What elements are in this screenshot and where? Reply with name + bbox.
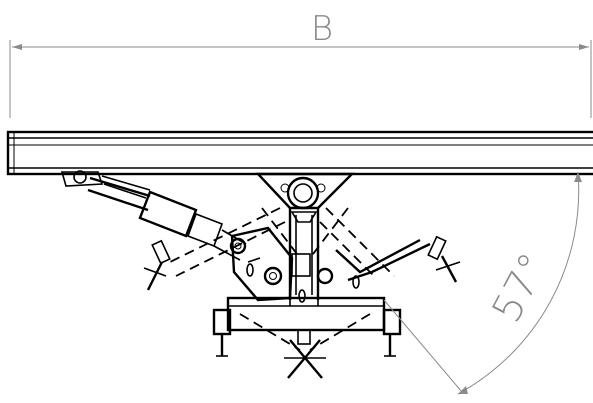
cylinder-rod-top — [89, 176, 151, 198]
carriage-right-clamp — [382, 308, 402, 336]
hydraulic-cylinder — [60, 170, 247, 261]
upper-cross-line-2 — [309, 207, 349, 259]
pivot-mount — [255, 172, 355, 210]
right-swing-line-1 — [325, 207, 395, 277]
swing-positions-dashed — [169, 207, 395, 351]
left-swing-line-1 — [169, 207, 281, 263]
linkage-pin-upper — [229, 237, 247, 255]
main-beam — [6, 130, 593, 176]
angle-arrow-bottom — [458, 386, 468, 394]
screw-right-shaft — [440, 255, 458, 283]
pivot-outer-circle — [286, 176, 320, 210]
screw-bottom — [284, 329, 326, 379]
mount-bolt-left — [280, 183, 290, 193]
angle-extension-line — [383, 299, 463, 393]
angle-dimension: 57° — [383, 171, 582, 395]
lower-swing-line-1 — [239, 313, 301, 351]
angle-arrow-top — [574, 172, 582, 182]
mount-bolt-right — [316, 183, 326, 193]
cylinder-line-1 — [101, 175, 151, 191]
cylinder-anchor-pin — [73, 170, 87, 184]
screw-right-handle — [435, 261, 461, 271]
screw-left-handle — [143, 267, 167, 277]
right-swung-arm — [335, 238, 431, 282]
left-swing-line-2 — [175, 221, 286, 277]
carriage-bolt-2 — [298, 289, 306, 303]
dimension-arrow-right — [579, 44, 589, 50]
cylinder-link-bottom — [213, 245, 241, 261]
screw-bottom-shaft-1 — [289, 339, 323, 379]
screw-left — [143, 239, 171, 291]
post-top-plate — [290, 211, 318, 223]
cylinder-rod-bottom — [87, 188, 149, 212]
screw-left-shaft — [146, 261, 164, 291]
linkage-block — [291, 253, 311, 277]
angle-label: 57° — [484, 246, 558, 330]
cylinder-line-2 — [103, 183, 147, 199]
width-dimension: B — [9, 9, 592, 118]
dimension-arrow-left — [12, 44, 22, 50]
linkage-detail — [247, 257, 261, 263]
linkage-pin-middle — [263, 266, 283, 286]
angle-arc — [457, 171, 580, 395]
right-arm-upper — [335, 238, 421, 274]
lower-swing-line-2 — [309, 313, 371, 351]
cylinder-anchor-bracket — [60, 171, 104, 187]
right-arm-lower — [347, 242, 431, 282]
screw-bottom-shaft-2 — [287, 339, 321, 379]
cylinder-barrel — [138, 190, 198, 238]
screw-right — [427, 235, 461, 283]
linkage-pin-right — [316, 267, 334, 285]
linkage-pin-middle-core — [269, 272, 277, 280]
carriage-bolt-1 — [246, 263, 254, 277]
carriage-frame — [226, 296, 386, 332]
pivot-inner-circle — [293, 183, 313, 203]
screw-right-head — [427, 235, 447, 261]
dimension-width-label: B — [311, 9, 333, 49]
lower-carriage — [212, 263, 402, 357]
screw-left-head — [151, 239, 171, 265]
right-swing-line-2 — [319, 221, 375, 277]
carriage-bolt-3 — [352, 275, 360, 289]
screw-bottom-head — [297, 329, 311, 345]
upper-cross-line-1 — [261, 207, 301, 259]
